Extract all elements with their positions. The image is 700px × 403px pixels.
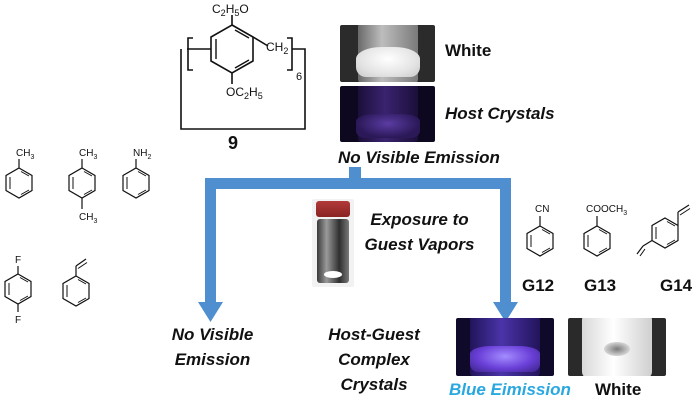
white-bottom-photo (568, 318, 666, 376)
guest-p-xylene: CH3 CH3 (68, 148, 97, 225)
blue-emission-label: Blue Eimission (449, 380, 571, 399)
difluoro-f-top: F (15, 255, 21, 266)
blue-emission-photo (456, 318, 554, 376)
host-crystals-photo (340, 86, 435, 142)
exposure-label: Exposure to Guest Vapors (364, 210, 475, 254)
no-emission-top-label: No Visible Emission (338, 148, 500, 167)
white-powder-photo (340, 25, 435, 82)
guest-aniline: NH2 (122, 148, 151, 199)
g13-cooch3: COOCH3 (586, 204, 627, 217)
g13-label: G13 (584, 276, 617, 295)
white-label-top: White (445, 41, 492, 60)
guest-styrene (62, 258, 90, 307)
white-label-bottom: White (595, 380, 642, 399)
guest-g14-divinylbenzene (636, 204, 691, 257)
g14-label: G14 (660, 276, 693, 295)
guest-g13-methyl-benzoate: COOCH3 (583, 204, 627, 257)
host-structure: C2H5O OC2H5 CH2 6 (180, 2, 306, 130)
vial-photo (312, 199, 354, 287)
p-xylene-ch3-bottom: CH3 (79, 212, 97, 225)
arrow-left-head (198, 302, 223, 322)
guest-g12-benzonitrile: CN (526, 204, 554, 257)
guest-difluorobenzene: F F (4, 255, 32, 326)
aniline-nh2: NH2 (133, 148, 151, 161)
arrow-right-shaft (500, 178, 511, 302)
p-xylene-ch3-top: CH3 (79, 148, 97, 161)
host-number: 9 (228, 133, 239, 153)
arrow-crossbar (205, 178, 511, 189)
guest-toluene: CH3 (5, 148, 34, 199)
host-bridge: CH2 (266, 40, 288, 56)
host-crystals-label: Host Crystals (445, 104, 555, 123)
host-repeat: 6 (296, 71, 302, 83)
host-guest-complex-label: Host-Guest Complex Crystals (328, 325, 420, 394)
arrow-right-head (493, 302, 518, 322)
g12-cn: CN (535, 204, 549, 215)
toluene-ch3: CH3 (16, 148, 34, 161)
g12-label: G12 (522, 276, 555, 295)
host-ethoxy-bottom: OC2H5 (226, 85, 263, 101)
arrow-left-shaft (205, 178, 216, 302)
no-emission-left-label: No Visible Emission (171, 325, 254, 369)
difluoro-f-bottom: F (15, 315, 21, 326)
